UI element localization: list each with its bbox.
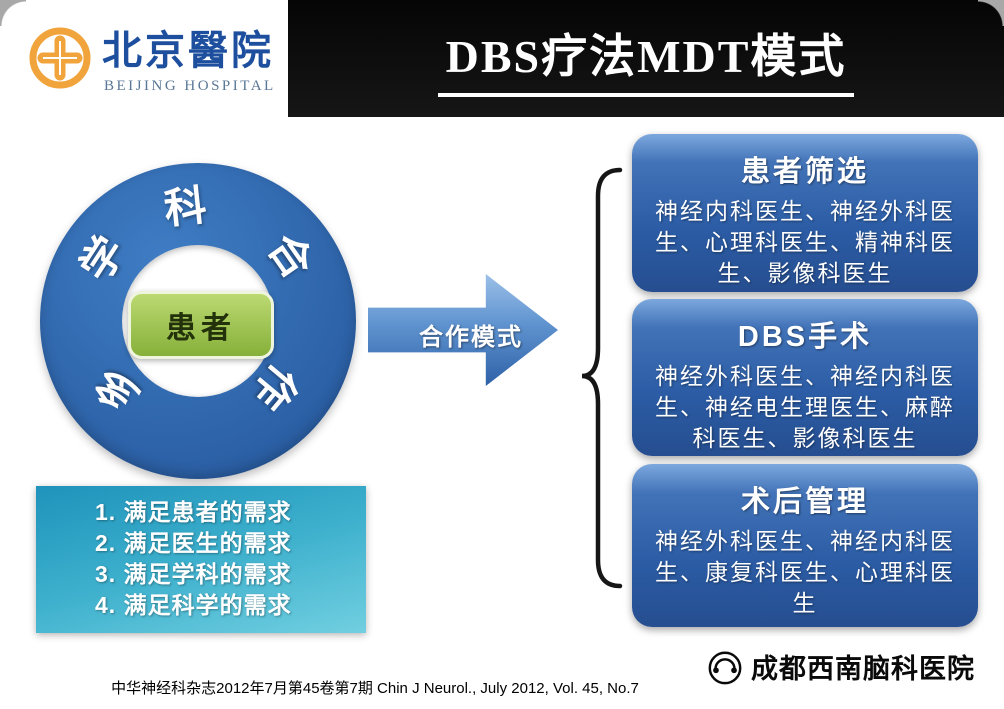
hospital-name-en: BEIJING HOSPITAL [104,78,276,94]
cooperation-arrow-label: 合作模式 [419,324,523,351]
mdt-box-postop-management: 术后管理 神经外科医生、神经内科医生、康复科医生、心理科医生 [632,464,978,627]
hospital-name-cn: 北京醫院 [102,28,274,73]
watermark-text: 成都西南脑科医院 [751,654,975,684]
needs-item: 2. 满足医生的需求 [95,530,292,556]
mdt-box-body: 神经外科医生、神经内科医生、康复科医生、心理科医生 [655,528,955,617]
mdt-box-body: 神经内科医生、神经外科医生、心理科医生、精神科医生、影像科医生 [655,198,955,287]
mdt-box-title: DBS手术 [737,321,873,353]
mdt-box-body: 神经外科医生、神经内科医生、神经电生理医生、麻醉科医生、影像科医生 [655,363,955,452]
mdt-box-dbs-surgery: DBS手术 神经外科医生、神经内科医生、神经电生理医生、麻醉科医生、影像科医生 [632,299,978,456]
mdt-box-title: 患者筛选 [740,156,869,188]
ring-char-he: 合 [259,225,322,287]
mdt-box-patient-screening: 患者筛选 神经内科医生、神经外科医生、心理科医生、精神科医生、影像科医生 [632,134,978,292]
needs-list-box: 1. 满足患者的需求 2. 满足医生的需求 3. 满足学科的需求 4. 满足科学… [36,486,366,633]
watermark-logo-icon [706,648,744,686]
hospital-logo-area: 北京醫院 BEIJING HOSPITAL [24,16,288,112]
curly-brace-icon [581,167,623,589]
needs-item: 4. 满足科学的需求 [95,592,292,618]
citation-text: 中华神经科杂志2012年7月第45卷第7期 Chin J Neurol., Ju… [111,680,639,697]
corner-decoration [0,0,26,26]
needs-item: 1. 满足患者的需求 [95,499,292,525]
patient-center-box: 患者 [128,291,274,359]
hospital-logo-icon [28,26,92,90]
mdt-ring-diagram: 多 学 科 合 作 [40,163,356,479]
corner-decoration [978,0,1004,26]
ring-char-ke: 科 [161,181,209,233]
mdt-box-title: 术后管理 [740,486,869,518]
needs-item: 3. 满足学科的需求 [95,561,292,587]
slide-title: DBS疗法MDT模式 [437,20,855,97]
watermark: 成都西南脑科医院 [706,647,975,686]
ring-char-xue: 学 [71,228,134,290]
title-band: DBS疗法MDT模式 [288,0,1004,117]
